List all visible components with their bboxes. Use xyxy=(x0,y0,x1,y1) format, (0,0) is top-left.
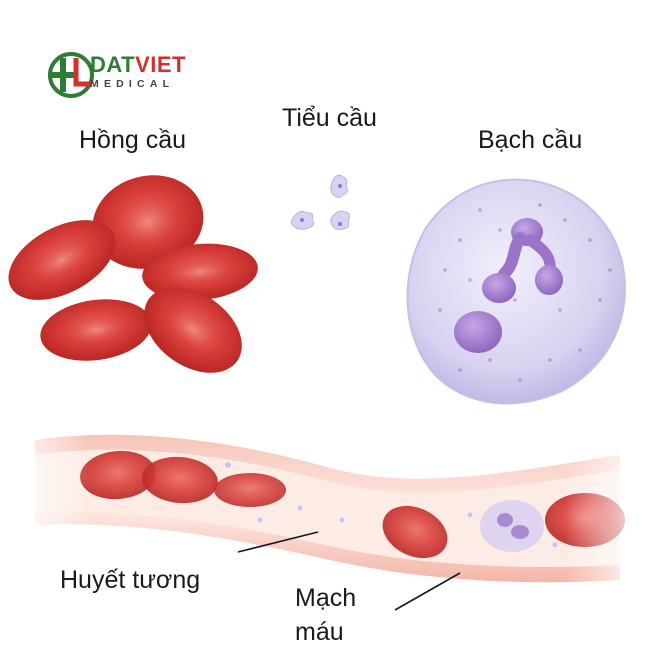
plasma-pointer-line xyxy=(237,531,319,553)
brand-subtitle: MEDICAL xyxy=(90,78,175,90)
vessel-pointer-line xyxy=(394,572,461,611)
platelets-label: Tiểu cầu xyxy=(282,104,377,132)
red-blood-cells-label: Hồng cầu xyxy=(79,126,187,154)
white-blood-cell xyxy=(406,178,626,405)
blood-vessel-label-line1: Mạch xyxy=(295,584,357,612)
brand-name-part1: DAT xyxy=(90,52,136,77)
red-blood-cells xyxy=(8,175,258,373)
brand-name: DATVIET xyxy=(90,54,186,76)
white-blood-cell-label: Bạch cầu xyxy=(478,126,583,154)
brand-logo: DATVIET MEDICAL xyxy=(90,54,186,91)
blood-vessel xyxy=(0,420,650,600)
brand-name-part2: VIET xyxy=(135,52,186,77)
datviet-logo-icon xyxy=(48,52,94,98)
plasma-label: Huyết tương xyxy=(60,566,201,594)
blood-vessel-label-line2: máu xyxy=(295,618,344,646)
platelets xyxy=(290,174,350,230)
